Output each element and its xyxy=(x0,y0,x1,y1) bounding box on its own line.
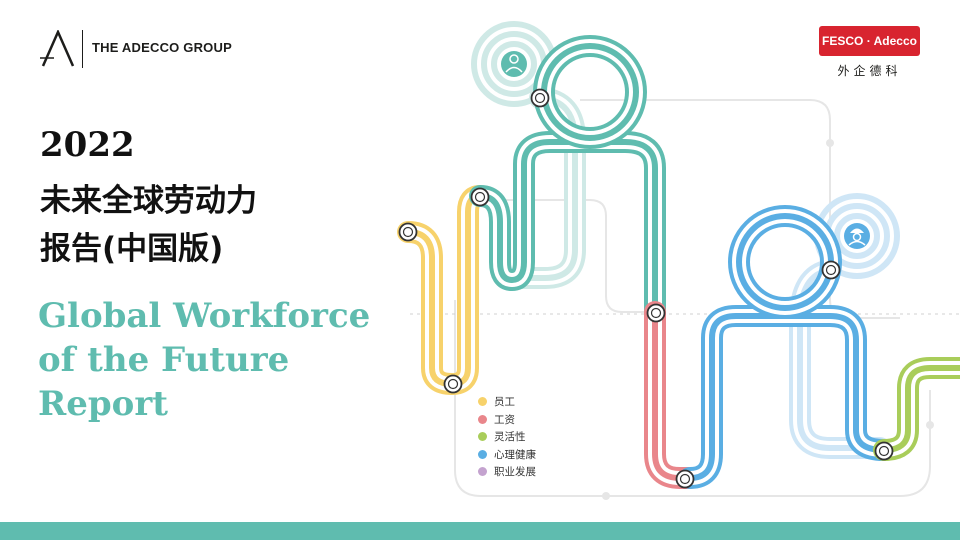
light-blue-ring xyxy=(834,213,880,259)
station-node xyxy=(675,469,695,489)
station-node xyxy=(530,88,550,108)
legend-item: 职业发展 xyxy=(478,463,536,481)
adecco-a-icon xyxy=(40,30,75,67)
en-title-line: Global Workforce xyxy=(38,296,371,336)
legend-item: 灵活性 xyxy=(478,428,536,446)
legend-label: 工资 xyxy=(494,413,515,426)
green-track-core xyxy=(881,365,960,453)
blue-loop-core xyxy=(736,213,834,311)
legend-dot xyxy=(478,432,487,442)
station-node-inner xyxy=(825,264,837,276)
guide-node xyxy=(602,492,610,500)
guide-node xyxy=(926,421,934,429)
cn-title-line2: 报告(中国版) xyxy=(40,231,224,267)
legend: 员工 工资 灵活性 心理健康 职业发展 xyxy=(478,393,536,481)
legend-label: 职业发展 xyxy=(494,466,536,479)
legend-item: 员工 xyxy=(478,393,536,411)
legend-label: 灵活性 xyxy=(494,431,526,444)
en-title-line: of the Future xyxy=(38,340,290,380)
station-node-inner xyxy=(447,378,459,390)
en-title: Global Workforce of the Future Report xyxy=(38,294,388,426)
legend-dot xyxy=(478,397,487,407)
guide-line xyxy=(470,199,650,313)
guide-node xyxy=(826,139,834,147)
station-node xyxy=(821,260,841,280)
station-node xyxy=(646,303,666,323)
station-node xyxy=(443,374,463,394)
legend-dot xyxy=(478,414,487,424)
legend-label: 员工 xyxy=(494,396,515,409)
station-node-inner xyxy=(402,226,414,238)
report-year: 2022 xyxy=(40,125,135,165)
cn-title-line1: 未来全球劳动力 xyxy=(40,183,257,219)
legend-dot xyxy=(478,449,487,459)
green-track xyxy=(873,357,960,461)
engineer-icon xyxy=(844,223,870,249)
worker-icon xyxy=(501,51,527,77)
logo-divider xyxy=(82,30,83,68)
guide-line xyxy=(454,300,931,497)
legend-label: 心理健康 xyxy=(494,448,536,461)
light-teal-ring xyxy=(491,41,537,87)
fesco-adecco-logo: FESCO · Adecco xyxy=(819,26,920,56)
stations xyxy=(398,88,894,489)
station-node xyxy=(874,441,894,461)
fesco-cn-name: 外企德科 xyxy=(837,64,902,78)
station-node-inner xyxy=(679,473,691,485)
legend-item: 心理健康 xyxy=(478,446,536,464)
station-node-inner xyxy=(474,191,486,203)
station-node xyxy=(398,222,418,242)
bottom-bar xyxy=(0,522,960,540)
teal-track-core xyxy=(477,139,658,315)
station-node xyxy=(470,187,490,207)
group-name: THE ADECCO GROUP xyxy=(92,40,232,55)
pink-track-gap xyxy=(648,305,697,485)
en-title-line: Report xyxy=(38,384,168,424)
station-node-inner xyxy=(878,445,890,457)
light-teal-track-core xyxy=(517,95,578,281)
legend-dot xyxy=(478,467,487,477)
station-node-inner xyxy=(650,307,662,319)
light-blue-track-core xyxy=(797,267,883,451)
legend-item: 工资 xyxy=(478,411,536,429)
station-node-inner xyxy=(534,92,546,104)
